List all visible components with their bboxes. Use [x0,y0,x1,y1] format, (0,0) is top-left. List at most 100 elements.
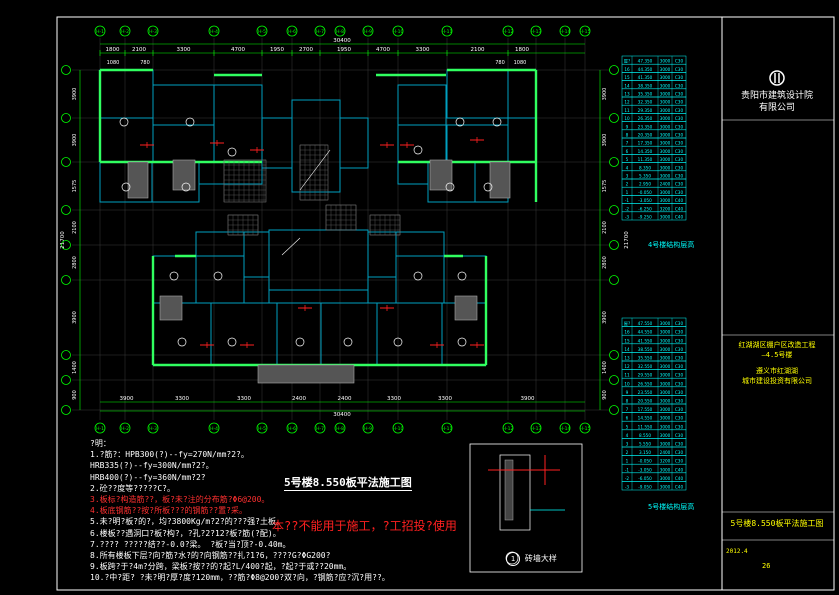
dimension-bottom: 3300 [237,396,251,402]
dimension-bottom: 3300 [387,396,401,402]
table-cell: C30 [675,364,684,369]
table-cell: 16 [624,67,630,72]
note-line: 2.砼??度等?????C?。 [90,483,175,493]
room-marker [492,117,502,127]
table-cell: 15 [624,75,630,80]
table-cell: 3000 [660,198,671,203]
axis-label-top: H-14 [560,29,571,35]
table-cell: 3000 [660,330,671,335]
detail-title: 砖墙大样 [524,554,557,563]
axis-label-bottom: H-6 [288,426,296,432]
room-outline [152,124,215,163]
axis-bubble-right [609,375,619,385]
room-outline [397,124,448,163]
dimension-total-left: 21700 [60,231,66,249]
design-notes: ?明：1.?筋?：HPB300(?)--fy=270N/mm?2?。 HRB33… [90,438,470,584]
axis-bubble-right [609,65,619,75]
table-cell: -1 [625,467,630,472]
axis-label-top: H-7 [316,29,324,35]
axis-bubble-right [609,350,619,360]
room-marker [393,337,403,347]
room-marker [177,337,187,347]
dimension-top: 3300 [177,47,191,53]
hatched-area [454,295,478,321]
axis-bubble-right [609,275,619,285]
dimension-left: 3900 [72,311,78,324]
axis-label-top: H-12 [503,29,514,35]
axis-bubble-bottom [559,422,571,434]
axis-label-top: H-8 [336,29,344,35]
axis-label-bottom: H-15 [580,426,591,432]
company-block: 贵阳市建筑设计院 有限公司 [724,64,830,114]
dimension-top: 4700 [376,47,390,53]
table-cell: 3000 [660,338,671,343]
axis-bubble-top [392,25,404,37]
table-cell: 1 [626,459,629,464]
axis-bubble-top [256,25,268,37]
table-cell: C30 [675,67,684,72]
table-cell: 12 [624,364,630,369]
wall-segment [151,256,488,367]
room-outline [446,69,509,119]
axis-bubble-right [609,405,619,415]
room-marker [413,145,423,155]
table-cell: 3000 [660,424,671,429]
table-cell: C30 [675,330,684,335]
dimension-right: 2800 [602,256,608,269]
axis-label-bottom: H-4 [210,426,218,432]
table-cell: -6.250 [638,206,652,211]
axis-bubble-bottom [147,422,159,434]
table-cell: 3000 [660,467,671,472]
table-cell: 3000 [660,133,671,138]
dimension-left: 1575 [72,180,78,193]
axis-label-top: H-2 [121,29,129,35]
axis-bubble-bottom [94,422,106,434]
table-cell: C30 [675,59,684,64]
axis-bubble-left [61,375,71,385]
dimension-top: 3300 [416,47,430,53]
axis-bubble-bottom [392,422,404,434]
title-block-drawing-title: 5号楼8.550板平法施工图 [730,519,824,528]
table-2-label: 5号楼结构层高 [648,503,695,511]
table-cell: 17.550 [638,407,653,412]
table-cell: 3000 [660,442,671,447]
table-cell: -6.050 [638,476,652,481]
dimension-sub: 1080 [514,60,527,66]
table-cell: 5.350 [639,174,651,179]
table-cell: 29.550 [638,373,653,378]
table-cell: C30 [675,407,684,412]
axis-bubble-top [530,25,542,37]
drawing-date: 2012.4 [726,548,748,555]
table-cell: 屋? [624,59,630,65]
table-cell: C30 [675,133,684,138]
table-cell: 3000 [660,416,671,421]
table-cell: 3000 [660,174,671,179]
table-cell: C30 [675,338,684,343]
hatched-area [159,295,183,321]
dimension-sub: 1080 [107,60,120,66]
table-cell: 3000 [660,190,671,195]
table-cell: 3000 [660,399,671,404]
dimension-right: 1575 [602,180,608,193]
table-cell: C30 [675,399,684,404]
note-line: 1.?筋?：HPB300(?)--fy=270N/mm?2?。 [90,450,249,460]
table-cell: C30 [675,459,684,464]
table-cell: 3000 [660,124,671,129]
axis-bubble-left [61,240,71,250]
axis-bubble-top [559,25,571,37]
table-cell: C30 [675,116,684,121]
axis-label-bottom: H-11 [442,426,453,432]
dimension-bottom: 3900 [521,396,535,402]
axis-bubble-top [441,25,453,37]
axis-label-bottom: H-7 [316,426,324,432]
axis-bubble-bottom [314,422,326,434]
table-cell: 2 [626,450,629,455]
table-cell: 9 [626,124,629,129]
note-line: 10.?中?距? ?未?明?厚?度?120mm，??筋?Φ8@200?双?向，?… [90,573,390,583]
axis-bubble-bottom [502,422,514,434]
table-cell: 32.350 [638,100,653,105]
axis-bubble-top [502,25,514,37]
axis-bubble-bottom [441,422,453,434]
table-cell: C30 [675,100,684,105]
